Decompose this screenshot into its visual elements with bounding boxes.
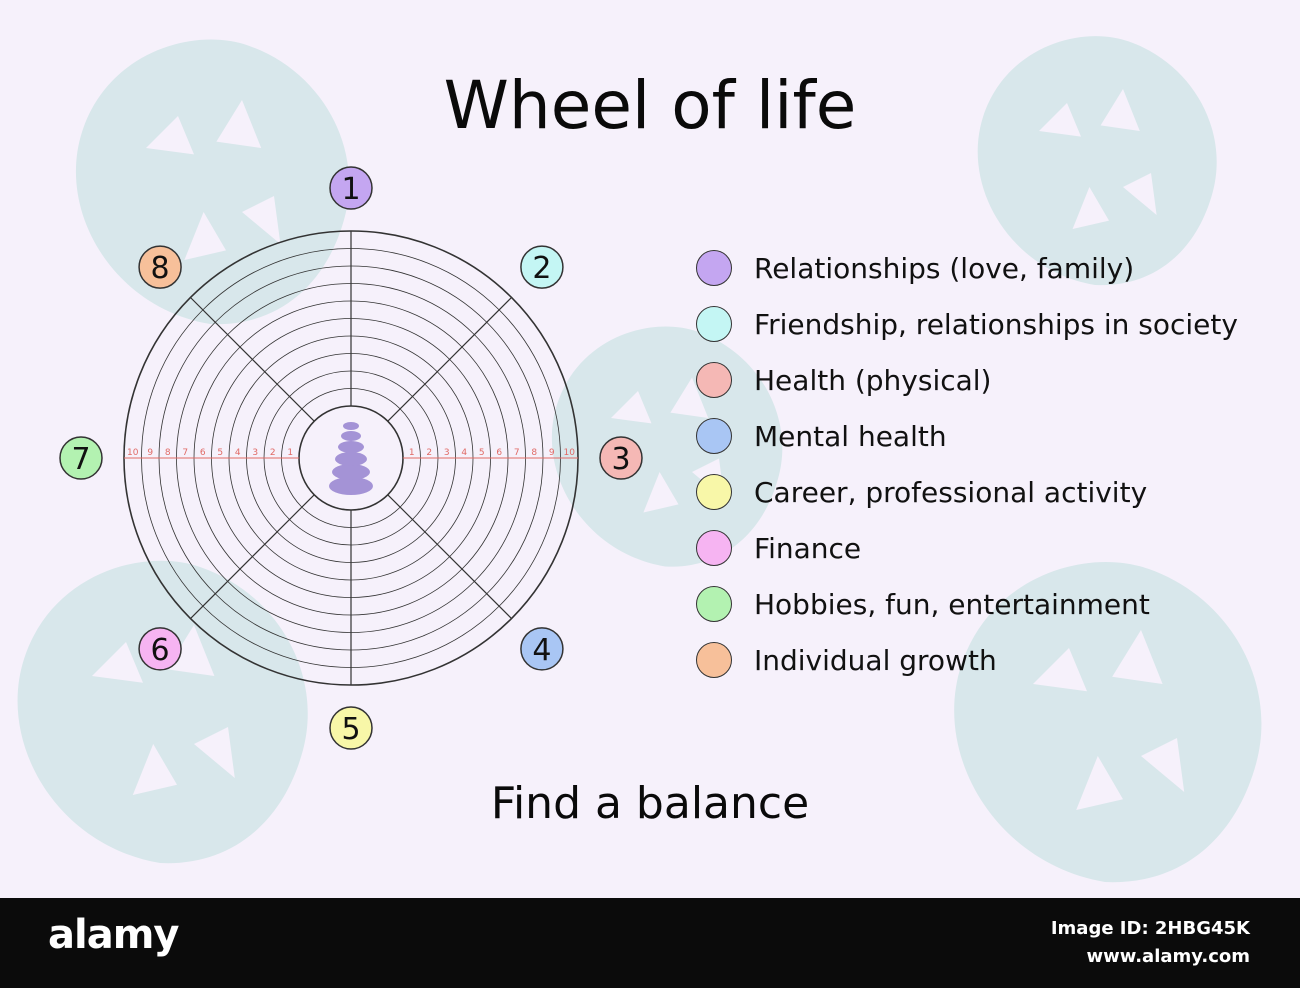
scale-label: 3: [444, 448, 450, 458]
legend-label: Career, professional activity: [754, 475, 1148, 509]
legend-item: Finance: [696, 520, 1238, 576]
legend-swatch: [696, 642, 732, 678]
legend-item: Hobbies, fun, entertainment: [696, 576, 1238, 632]
monstera-leaf-icon: [977, 36, 1217, 286]
category-number: 1: [341, 172, 360, 207]
footer-caption: Find a balance: [490, 778, 810, 829]
category-marker: [138, 627, 182, 671]
scale-label: 3: [252, 448, 258, 458]
scale-label: 9: [549, 448, 555, 458]
sector-line: [387, 494, 512, 619]
legend-label: Hobbies, fun, entertainment: [754, 587, 1150, 621]
scale-label: 8: [531, 448, 537, 458]
scale-label: 7: [182, 448, 188, 458]
image-id-text: Image ID: 2HBG45K: [1050, 918, 1250, 939]
scale-label: 7: [514, 448, 520, 458]
image-url-text: www.alamy.com: [1086, 946, 1250, 967]
scale-label: 10: [127, 448, 139, 458]
wheel-diagram: 1 1 2 2 3 3 4 4 5 5 6 6 7 7 8 8 9 9 10 10 1 2 3 4 5 6 7 8: [59, 166, 643, 750]
legend-label: Finance: [754, 531, 862, 565]
sector-line: [387, 297, 512, 422]
scale-label: 2: [426, 448, 432, 458]
sector-line: [190, 297, 315, 422]
scale-label: 5: [217, 448, 223, 458]
category-number: 3: [611, 442, 630, 477]
legend-swatch: [696, 586, 732, 622]
legend-item: Health (physical): [696, 352, 1238, 408]
stone-icon: [329, 477, 373, 495]
category-marker: [138, 245, 182, 289]
category-marker: [599, 436, 643, 480]
category-marker: [59, 436, 103, 480]
scale-label: 9: [147, 448, 153, 458]
scale-label: 1: [287, 448, 293, 458]
legend-item: Relationships (love, family): [696, 240, 1238, 296]
legend-swatch: [696, 530, 732, 566]
legend-swatch: [696, 474, 732, 510]
legend-item: Career, professional activity: [696, 464, 1238, 520]
stone-icon: [335, 452, 367, 466]
category-number: 7: [71, 442, 90, 477]
legend-item: Individual growth: [696, 632, 1238, 688]
scale-label: 6: [496, 448, 502, 458]
category-number: 5: [341, 712, 360, 747]
category-number: 4: [532, 633, 551, 668]
legend-label: Relationships (love, family): [754, 251, 1135, 285]
legend-swatch: [696, 418, 732, 454]
legend-label: Friendship, relationships in society: [754, 307, 1238, 341]
legend-item: Friendship, relationships in society: [696, 296, 1238, 352]
category-marker: [329, 706, 373, 750]
stone-icon: [341, 431, 361, 441]
legend-item: Mental health: [696, 408, 1238, 464]
monstera-leaf-icon: [17, 560, 308, 864]
page-title: Wheel of life: [443, 67, 857, 144]
category-number: 2: [532, 251, 551, 286]
legend-swatch: [696, 306, 732, 342]
scale-label: 1: [409, 448, 415, 458]
watermark-bar: [0, 898, 1300, 988]
category-marker: [329, 166, 373, 210]
brand-logo: alamy: [48, 912, 179, 958]
legend-label: Mental health: [754, 419, 947, 453]
poster: Wheel of life 1 1 2 2 3 3 4 4 5 5 6 6 7 7 8 8 9 9 10 10 1 2 3 4…: [17, 36, 1262, 883]
stone-icon: [338, 441, 364, 453]
legend-swatch: [696, 250, 732, 286]
category-marker: [520, 627, 564, 671]
scale-label: 2: [270, 448, 276, 458]
monstera-leaf-icon: [954, 561, 1262, 883]
stone-icon: [343, 422, 359, 430]
category-marker: [520, 245, 564, 289]
legend-label: Individual growth: [754, 643, 997, 677]
sector-line: [190, 494, 315, 619]
scale-label: 10: [564, 448, 576, 458]
category-number: 8: [151, 251, 170, 286]
scale-label: 6: [200, 448, 206, 458]
scale-label: 8: [165, 448, 171, 458]
category-number: 6: [151, 633, 170, 668]
scale-label: 5: [479, 448, 485, 458]
scale-label: 4: [461, 448, 467, 458]
legend-swatch: [696, 362, 732, 398]
stone-icon: [332, 464, 370, 480]
scale-label: 4: [235, 448, 241, 458]
legend-label: Health (physical): [754, 363, 992, 397]
legend: Relationships (love, family) Friendship, …: [696, 240, 1238, 688]
